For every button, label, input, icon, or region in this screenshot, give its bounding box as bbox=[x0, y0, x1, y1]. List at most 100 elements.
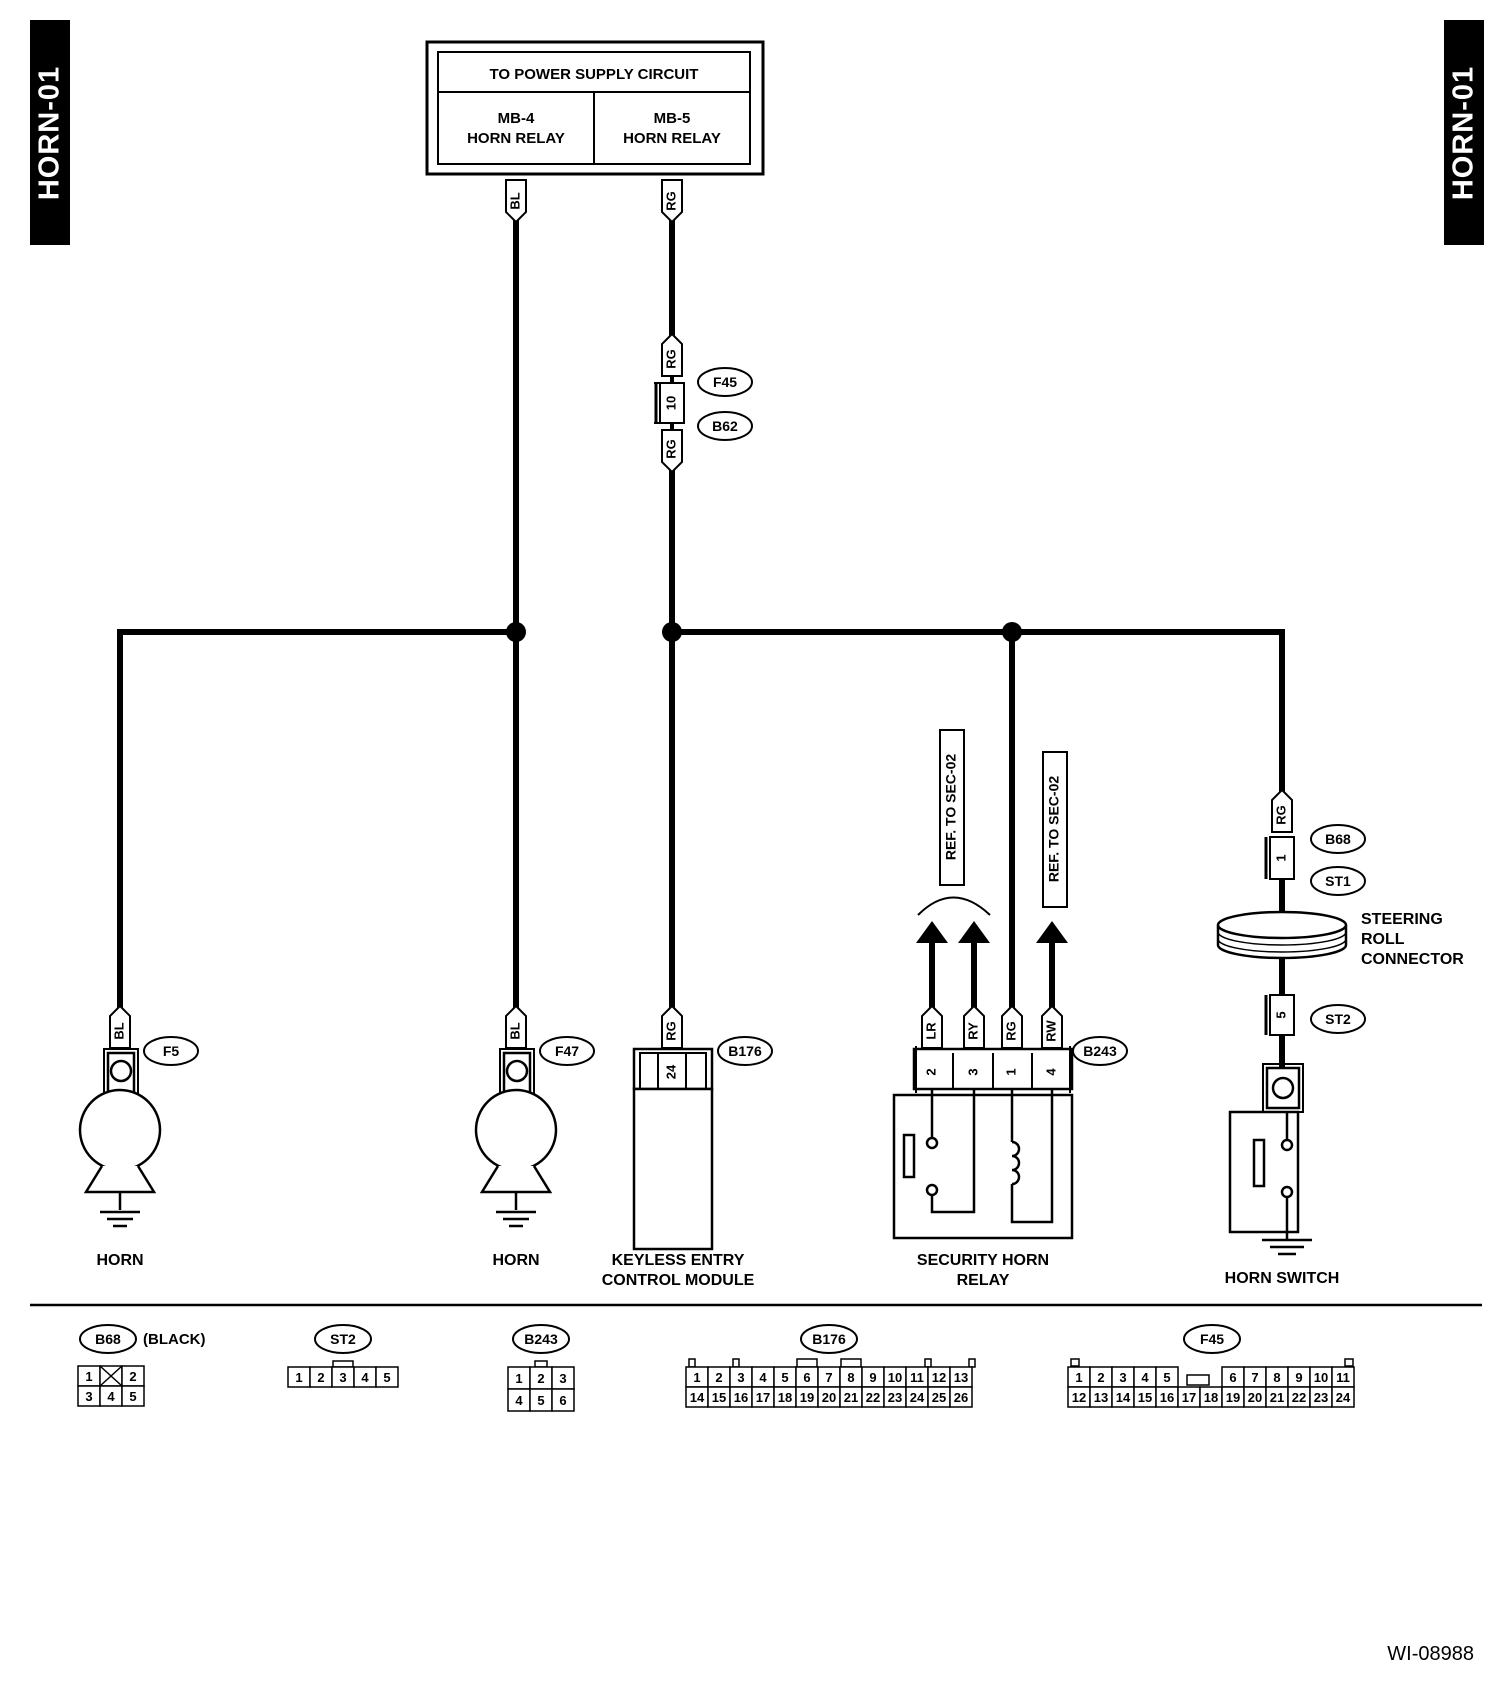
f45-pin-label: 4 bbox=[1141, 1370, 1149, 1385]
power-supply-title: TO POWER SUPPLY CIRCUIT bbox=[490, 66, 699, 83]
wire-tag-ry: RY bbox=[963, 1004, 985, 1049]
svg-text:RG: RG bbox=[1003, 1021, 1018, 1041]
svg-text:F47: F47 bbox=[555, 1043, 579, 1059]
steering-label-3: CONNECTOR bbox=[1361, 951, 1464, 968]
b68-blank-cell-cross bbox=[99, 1365, 123, 1387]
keyless-label-2: CONTROL MODULE bbox=[602, 1272, 755, 1289]
connector-id-b62: B62 bbox=[697, 411, 753, 441]
b176-pin-label: 17 bbox=[756, 1390, 770, 1405]
f45-pin-label: 13 bbox=[1094, 1390, 1108, 1405]
f45-pin-label: 1 bbox=[1075, 1370, 1082, 1385]
b243-pin-label: 4 bbox=[515, 1393, 523, 1408]
wire-tag-rw: RW bbox=[1041, 1004, 1063, 1049]
connector-key bbox=[1344, 1358, 1354, 1367]
svg-text:ST2: ST2 bbox=[1325, 1011, 1351, 1027]
f45-pin-label: 11 bbox=[1336, 1370, 1350, 1385]
keyless-entry-module: 24 KEYLESS ENTRY CONTROL MODULE bbox=[602, 1047, 755, 1289]
wire-tag-bl-horn1: BL bbox=[109, 1004, 131, 1049]
f45-pin-label: 18 bbox=[1204, 1390, 1218, 1405]
connector-st2: 5 bbox=[1264, 994, 1295, 1036]
b68-pin-label: 1 bbox=[85, 1369, 92, 1384]
b176-pin-label: 15 bbox=[712, 1390, 726, 1405]
connector-ids: F45 B62 F5 F47 B176 B243 B68 ST1 ST2 bbox=[143, 367, 1366, 1066]
b176-pin-label: 3 bbox=[737, 1370, 744, 1385]
b176-pin-label: 1 bbox=[693, 1370, 700, 1385]
pin-b243-4: 4 bbox=[1043, 1068, 1058, 1076]
b243-cell bbox=[551, 1388, 575, 1412]
f45-pin-label: 8 bbox=[1273, 1370, 1280, 1385]
wires bbox=[117, 215, 1285, 1068]
svg-text:LR: LR bbox=[923, 1022, 938, 1040]
st2-pin-label: 5 bbox=[383, 1370, 390, 1385]
svg-text:B68: B68 bbox=[95, 1331, 121, 1347]
b176-pin-label: 11 bbox=[910, 1370, 924, 1385]
svg-text:REF. TO SEC-02: REF. TO SEC-02 bbox=[943, 754, 959, 861]
b243-pin-label: 2 bbox=[537, 1371, 544, 1386]
connector-f45-b62: 10 bbox=[654, 376, 685, 430]
wire-tag-rg-top: RG bbox=[661, 179, 683, 224]
b176-pin-label: 20 bbox=[822, 1390, 836, 1405]
connector-key bbox=[332, 1360, 354, 1368]
pin-b176: 24 bbox=[663, 1064, 678, 1079]
b68-pin-label: 3 bbox=[85, 1389, 92, 1404]
f45-cell bbox=[1331, 1386, 1355, 1408]
f45-pin-label: 15 bbox=[1138, 1390, 1152, 1405]
b68-note: (BLACK) bbox=[143, 1331, 205, 1348]
wire-tag-rg-b68: RG bbox=[1271, 788, 1293, 833]
wire-tag-rg-f45: RG bbox=[661, 332, 683, 377]
steering-label-1: STEERING bbox=[1361, 911, 1443, 928]
svg-text:ST1: ST1 bbox=[1325, 873, 1351, 889]
svg-text:B243: B243 bbox=[1083, 1043, 1117, 1059]
b243-pin-label: 6 bbox=[559, 1393, 566, 1408]
b176-pin-label: 24 bbox=[910, 1390, 925, 1405]
b243-pin-label: 1 bbox=[515, 1371, 522, 1386]
relay-label-1: SECURITY HORN bbox=[917, 1252, 1049, 1269]
f45-pin-label: 17 bbox=[1182, 1390, 1196, 1405]
st2-pin-label: 4 bbox=[361, 1370, 369, 1385]
connector-id-f47: F47 bbox=[539, 1036, 595, 1066]
f45-pin-label: 20 bbox=[1248, 1390, 1262, 1405]
f45-pin-label: 24 bbox=[1336, 1390, 1351, 1405]
f45-pin-label: 19 bbox=[1226, 1390, 1240, 1405]
svg-text:RG: RG bbox=[663, 349, 678, 369]
b176-pin-label: 13 bbox=[954, 1370, 968, 1385]
svg-text:F45: F45 bbox=[1200, 1331, 1224, 1347]
pin-b243-2: 2 bbox=[923, 1068, 938, 1075]
svg-text:B243: B243 bbox=[524, 1331, 558, 1347]
horn-switch: HORN SWITCH bbox=[1225, 1063, 1339, 1287]
b176-pin-label: 26 bbox=[954, 1390, 968, 1405]
connector-key bbox=[924, 1358, 932, 1368]
connector-key bbox=[796, 1358, 818, 1368]
horn-left: HORN bbox=[78, 1048, 162, 1269]
b68-cell bbox=[121, 1385, 145, 1407]
connector-id-st2: ST2 bbox=[1310, 1004, 1366, 1034]
b176-pin-label: 25 bbox=[932, 1390, 946, 1405]
connector-key bbox=[732, 1358, 740, 1368]
connector-key bbox=[840, 1358, 862, 1368]
f45-pin-label: 22 bbox=[1292, 1390, 1306, 1405]
wire-tag-bl-top: BL bbox=[505, 179, 527, 224]
steering-label-2: ROLL bbox=[1361, 931, 1405, 948]
f45-pin-label: 23 bbox=[1314, 1390, 1328, 1405]
b68-pin-label: 5 bbox=[129, 1389, 136, 1404]
connector-b68-st1: 1 bbox=[1264, 836, 1295, 880]
connector-key bbox=[534, 1360, 548, 1368]
horn-right: HORN bbox=[474, 1048, 558, 1269]
b176-cell bbox=[949, 1386, 973, 1408]
connector-id-b68: B68 bbox=[1310, 824, 1366, 854]
svg-text:RG: RG bbox=[663, 439, 678, 459]
wire-tag-bl-horn2: BL bbox=[505, 1004, 527, 1049]
connector-key bbox=[688, 1358, 696, 1368]
connector-id-st1: ST1 bbox=[1310, 866, 1366, 896]
svg-text:ST2: ST2 bbox=[330, 1331, 356, 1347]
b176-pin-label: 9 bbox=[869, 1370, 876, 1385]
f45-pin-label: 10 bbox=[1314, 1370, 1328, 1385]
svg-text:RY: RY bbox=[965, 1022, 980, 1040]
b176-pin-label: 10 bbox=[888, 1370, 902, 1385]
junction-dots bbox=[506, 622, 1022, 642]
connector-id-b176: B176 bbox=[717, 1036, 773, 1066]
svg-text:RG: RG bbox=[1273, 805, 1288, 825]
